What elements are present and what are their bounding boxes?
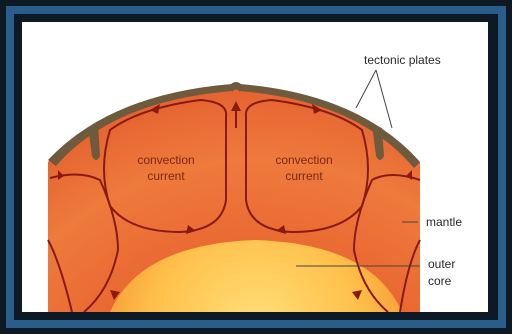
label-outer-core-line1: outer (428, 257, 455, 271)
label-tectonic-plates: tectonic plates (364, 53, 441, 67)
label-mantle: mantle (426, 215, 462, 229)
label-convection-current-left-line1: convection (137, 153, 194, 167)
label-convection-current-right-line2: current (285, 169, 323, 183)
label-convection-current-left-line2: current (147, 169, 185, 183)
label-outer-core-line2: core (428, 274, 452, 288)
label-convection-current-right-line1: convection (275, 153, 332, 167)
